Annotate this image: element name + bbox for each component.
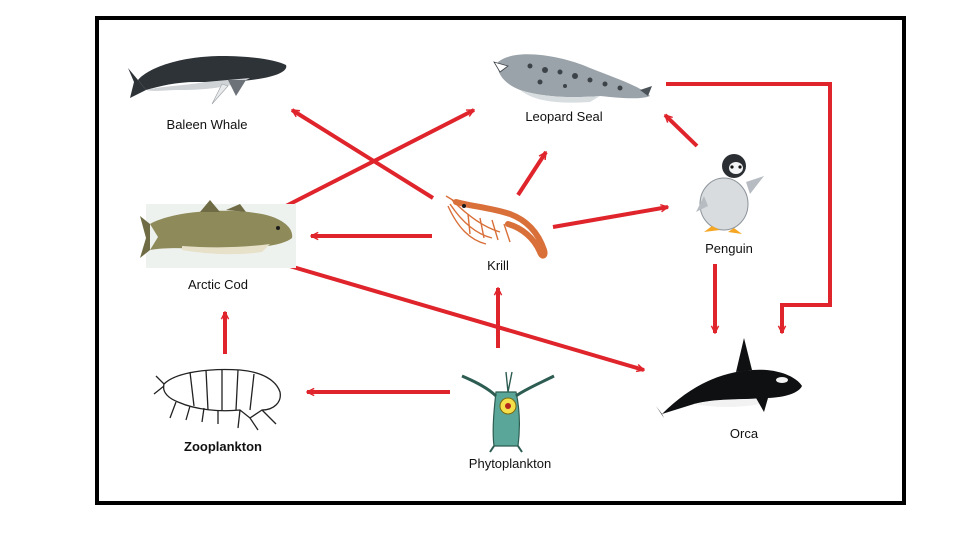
label-zooplankton: Zooplankton <box>184 439 262 454</box>
label-arctic-cod: Arctic Cod <box>188 277 248 292</box>
label-penguin: Penguin <box>705 241 753 256</box>
orca-icon <box>656 338 802 418</box>
arrow-arctic-cod-to-leopard-seal <box>281 108 474 210</box>
diagram-frame <box>95 16 906 505</box>
label-phytoplankton: Phytoplankton <box>468 456 552 471</box>
arrow-leopard-seal-to-orca <box>666 82 832 333</box>
arrow-arctic-cod-to-orca <box>275 260 644 370</box>
arrow-penguin-to-leopard-seal <box>663 113 699 148</box>
fish-icon <box>140 200 296 268</box>
arrow-krill-to-penguin <box>552 207 668 229</box>
label-orca: Orca <box>729 426 759 441</box>
krill-icon <box>445 195 548 259</box>
label-leopard-seal: Leopard Seal <box>525 109 603 124</box>
label-krill: Krill <box>487 258 509 273</box>
penguin-icon <box>696 154 764 234</box>
phytoplankton-icon <box>461 371 555 453</box>
label-baleen-whale: Baleen Whale <box>166 117 248 132</box>
whale-icon <box>128 56 287 105</box>
seal-icon <box>493 54 652 103</box>
arrow-krill-to-leopard-seal <box>516 152 548 197</box>
zooplankton-icon <box>153 368 281 431</box>
arrow-krill-to-baleen-whale <box>292 108 435 200</box>
